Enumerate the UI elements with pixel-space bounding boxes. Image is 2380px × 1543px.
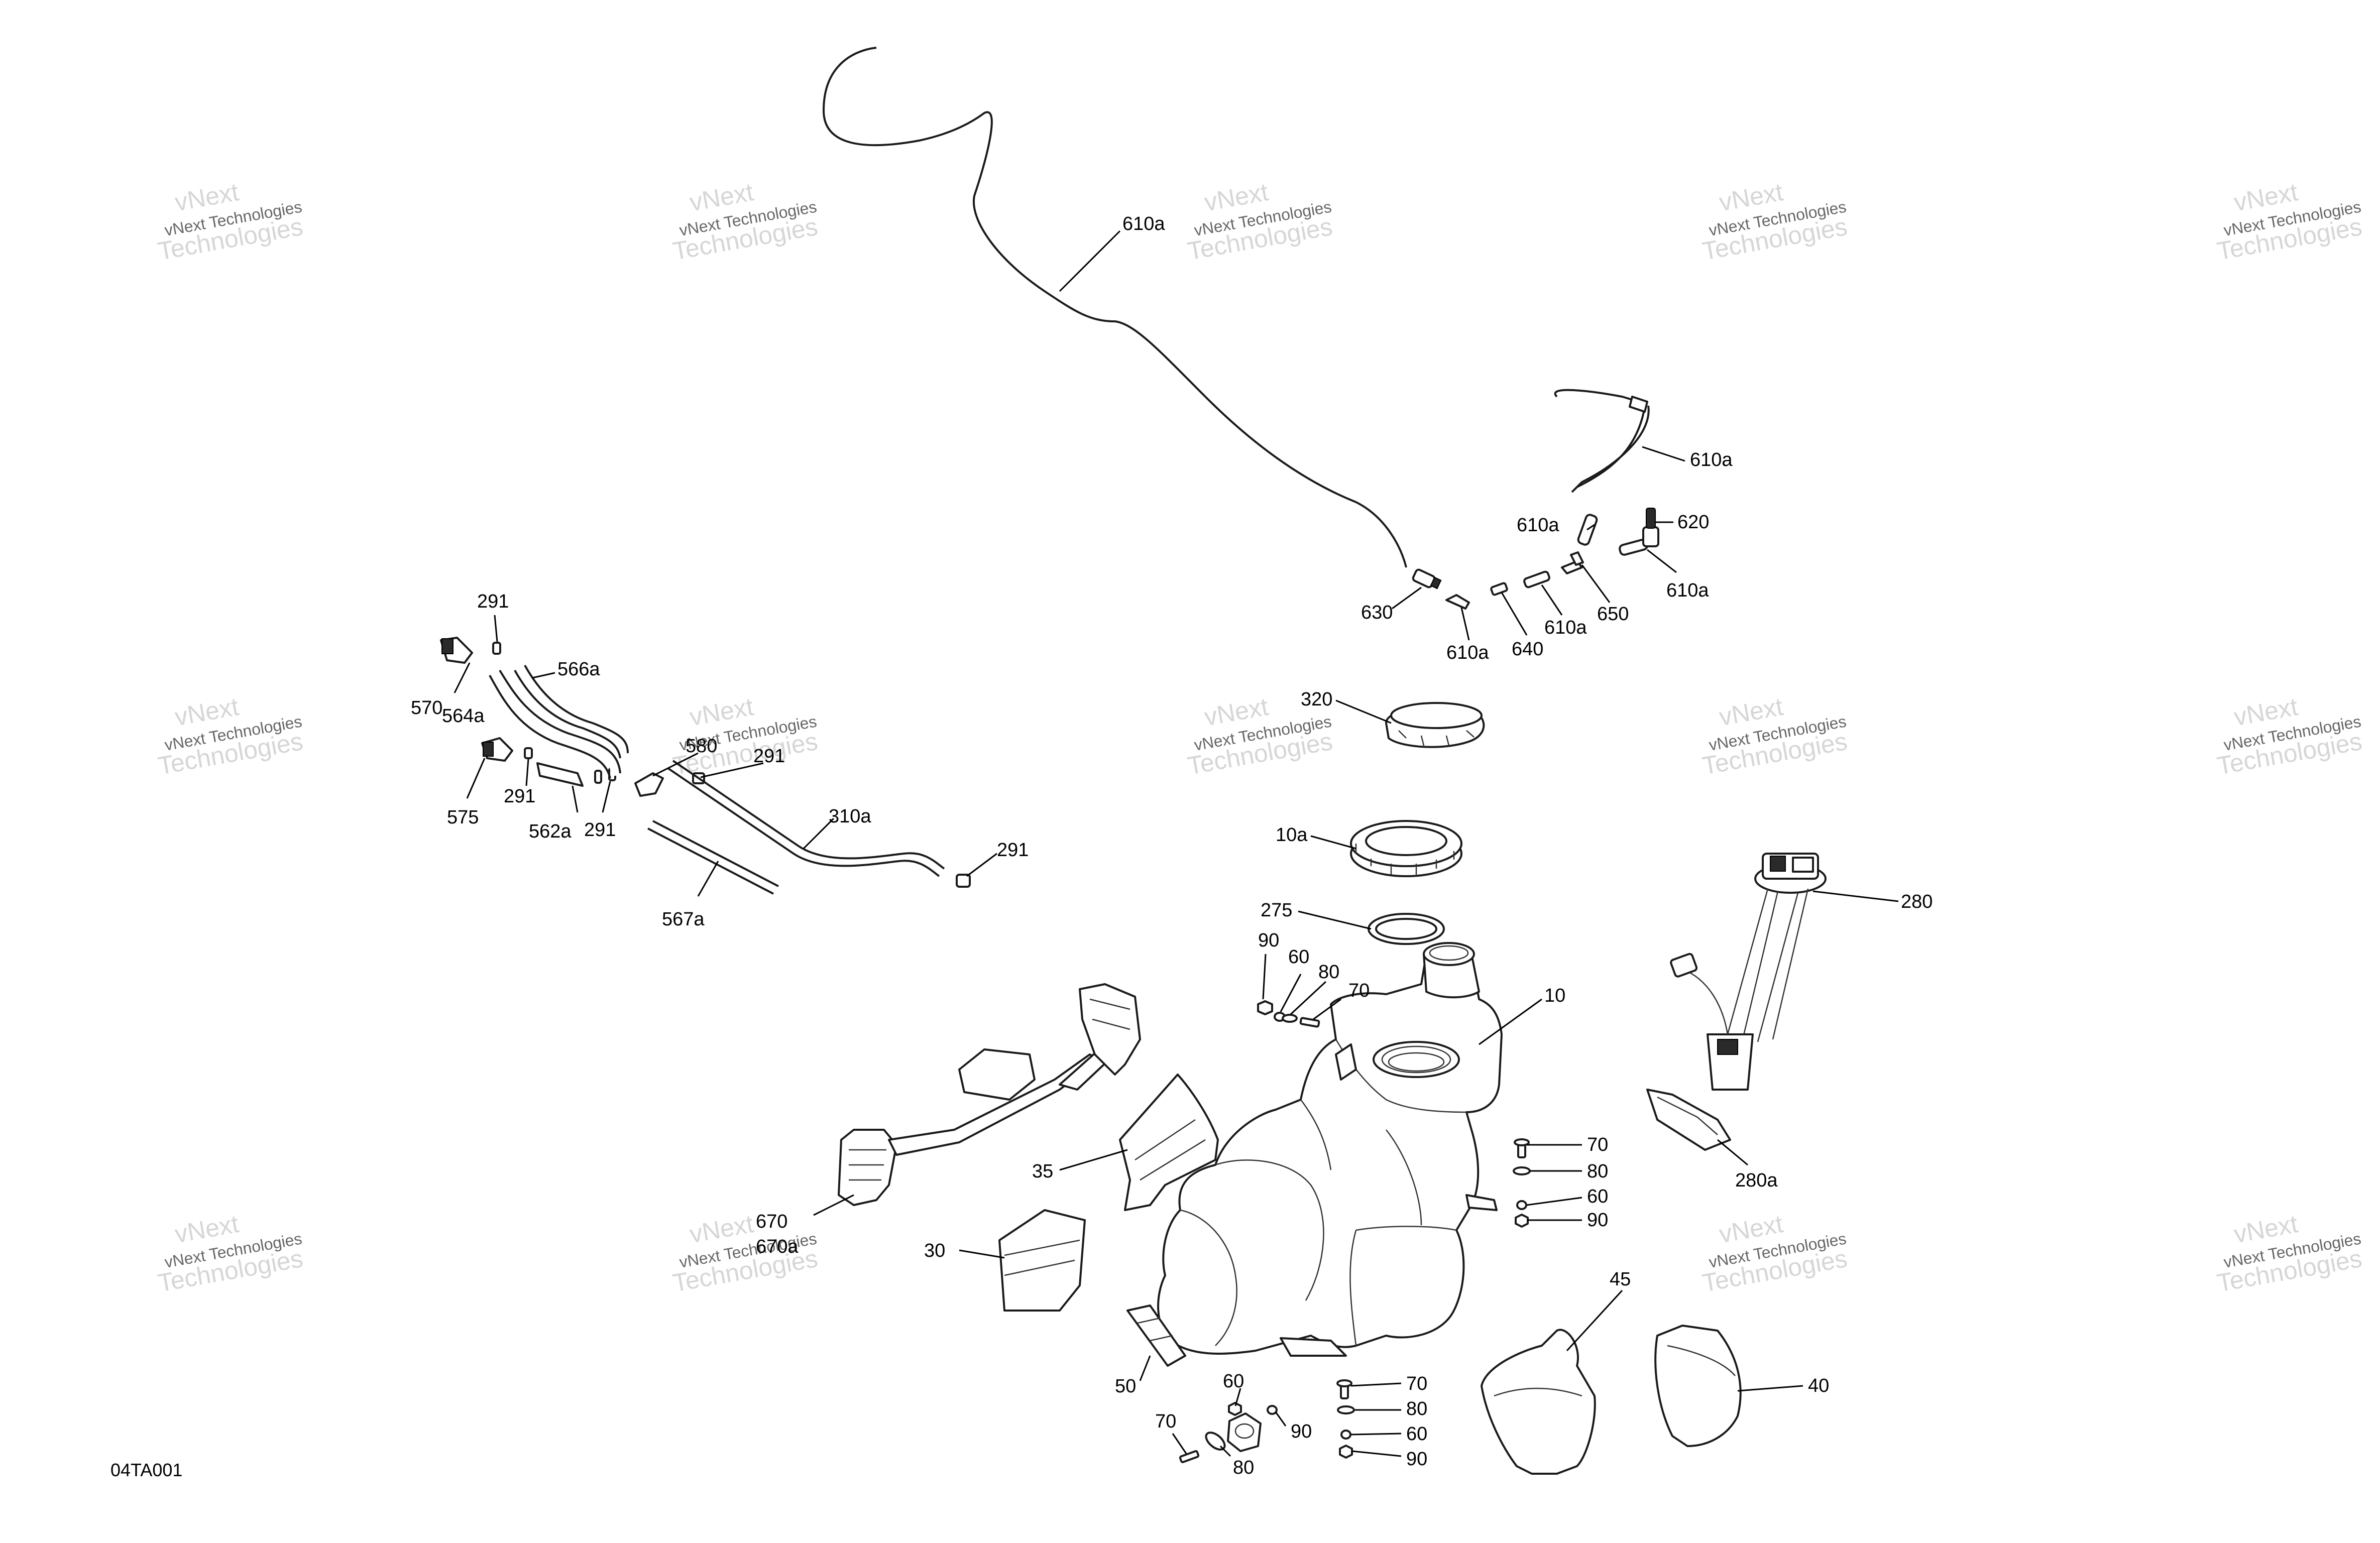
callout-291-e: 291	[997, 840, 1029, 861]
fasteners-group-b	[1513, 1138, 1531, 1228]
callout-630: 630	[1361, 602, 1393, 623]
gasket-275	[1368, 913, 1445, 945]
callout-291-b: 291	[504, 786, 535, 807]
callout-70-d: 70	[1406, 1373, 1427, 1394]
fasteners-group-d	[1179, 1402, 1278, 1463]
callout-291-c: 291	[584, 819, 616, 841]
callout-275: 275	[1261, 900, 1292, 921]
callout-280a: 280a	[1735, 1170, 1778, 1191]
vent-fittings-chain	[1412, 508, 1659, 610]
callout-60-d: 60	[1406, 1423, 1427, 1445]
callout-610a-right: 610a	[1666, 580, 1709, 601]
heat-shield-45	[1481, 1329, 1596, 1475]
callout-50: 50	[1115, 1376, 1136, 1397]
callout-70-c: 70	[1155, 1411, 1176, 1432]
heat-shield-50	[1126, 1304, 1186, 1367]
callout-80-c: 80	[1233, 1457, 1254, 1478]
fasteners-group-a	[1257, 1000, 1320, 1028]
callout-90-a: 90	[1258, 930, 1279, 951]
fuel-tank-10	[1157, 942, 1503, 1357]
fuel-hoses-left	[440, 637, 971, 895]
callout-60-b: 60	[1587, 1186, 1608, 1207]
callout-80-b: 80	[1587, 1161, 1608, 1182]
callout-640: 640	[1512, 639, 1543, 660]
callout-45: 45	[1610, 1269, 1631, 1290]
callout-566a: 566a	[557, 659, 600, 680]
fuel-cap-320	[1385, 702, 1485, 748]
callout-70-a: 70	[1348, 980, 1370, 1001]
callout-60-a: 60	[1288, 946, 1309, 968]
callout-610a-elbow: 610a	[1446, 642, 1489, 663]
callout-610a-loop: 610a	[1690, 449, 1733, 470]
callout-291-a: 291	[477, 591, 509, 612]
heat-shield-35	[1119, 1074, 1219, 1211]
fuel-pump-280	[1646, 853, 1827, 1151]
mounting-bracket-670	[838, 983, 1141, 1206]
callout-610a-mid: 610a	[1544, 617, 1587, 638]
callout-80-d: 80	[1406, 1398, 1427, 1419]
callout-30: 30	[924, 1240, 945, 1261]
fasteners-group-c	[1336, 1379, 1355, 1459]
callout-567a: 567a	[662, 909, 705, 930]
callout-670a: 670a	[756, 1236, 799, 1257]
callout-670: 670	[756, 1211, 787, 1232]
callout-280: 280	[1901, 891, 1933, 912]
callout-90-b: 90	[1587, 1210, 1608, 1231]
callout-90-c: 90	[1291, 1421, 1312, 1442]
callout-10: 10	[1544, 985, 1565, 1006]
vent-hose-610a-long	[820, 44, 1410, 568]
callout-40: 40	[1808, 1375, 1829, 1396]
callout-570: 570	[411, 697, 442, 719]
callout-564a: 564a	[442, 705, 485, 727]
retaining-ring-10a	[1350, 820, 1462, 877]
callout-650: 650	[1597, 604, 1629, 625]
callout-35: 35	[1032, 1161, 1053, 1182]
callout-310a: 310a	[829, 806, 871, 827]
callout-90-d: 90	[1406, 1449, 1427, 1470]
callout-610a-upper: 610a	[1517, 515, 1559, 536]
vent-hose-610a-loop	[1544, 389, 1650, 501]
callout-575: 575	[447, 807, 479, 828]
callout-610a-top: 610a	[1122, 213, 1165, 234]
callout-620: 620	[1677, 512, 1709, 533]
callout-320: 320	[1301, 689, 1332, 710]
heat-shield-40	[1654, 1325, 1742, 1447]
callout-291-d: 291	[753, 746, 785, 767]
leader-lines	[454, 230, 1899, 1457]
callout-80-a: 80	[1318, 962, 1339, 983]
callout-580: 580	[686, 736, 717, 757]
callout-70-b: 70	[1587, 1134, 1608, 1155]
callout-60-c: 60	[1223, 1371, 1244, 1392]
heat-shield-30	[998, 1209, 1086, 1312]
figure-code: 04TA001	[110, 1460, 182, 1480]
callout-labels: 610a 610a 610a 620 610a 630 610a 640 610…	[411, 213, 1933, 1478]
callout-10a: 10a	[1276, 824, 1308, 846]
callout-562a: 562a	[529, 821, 572, 842]
